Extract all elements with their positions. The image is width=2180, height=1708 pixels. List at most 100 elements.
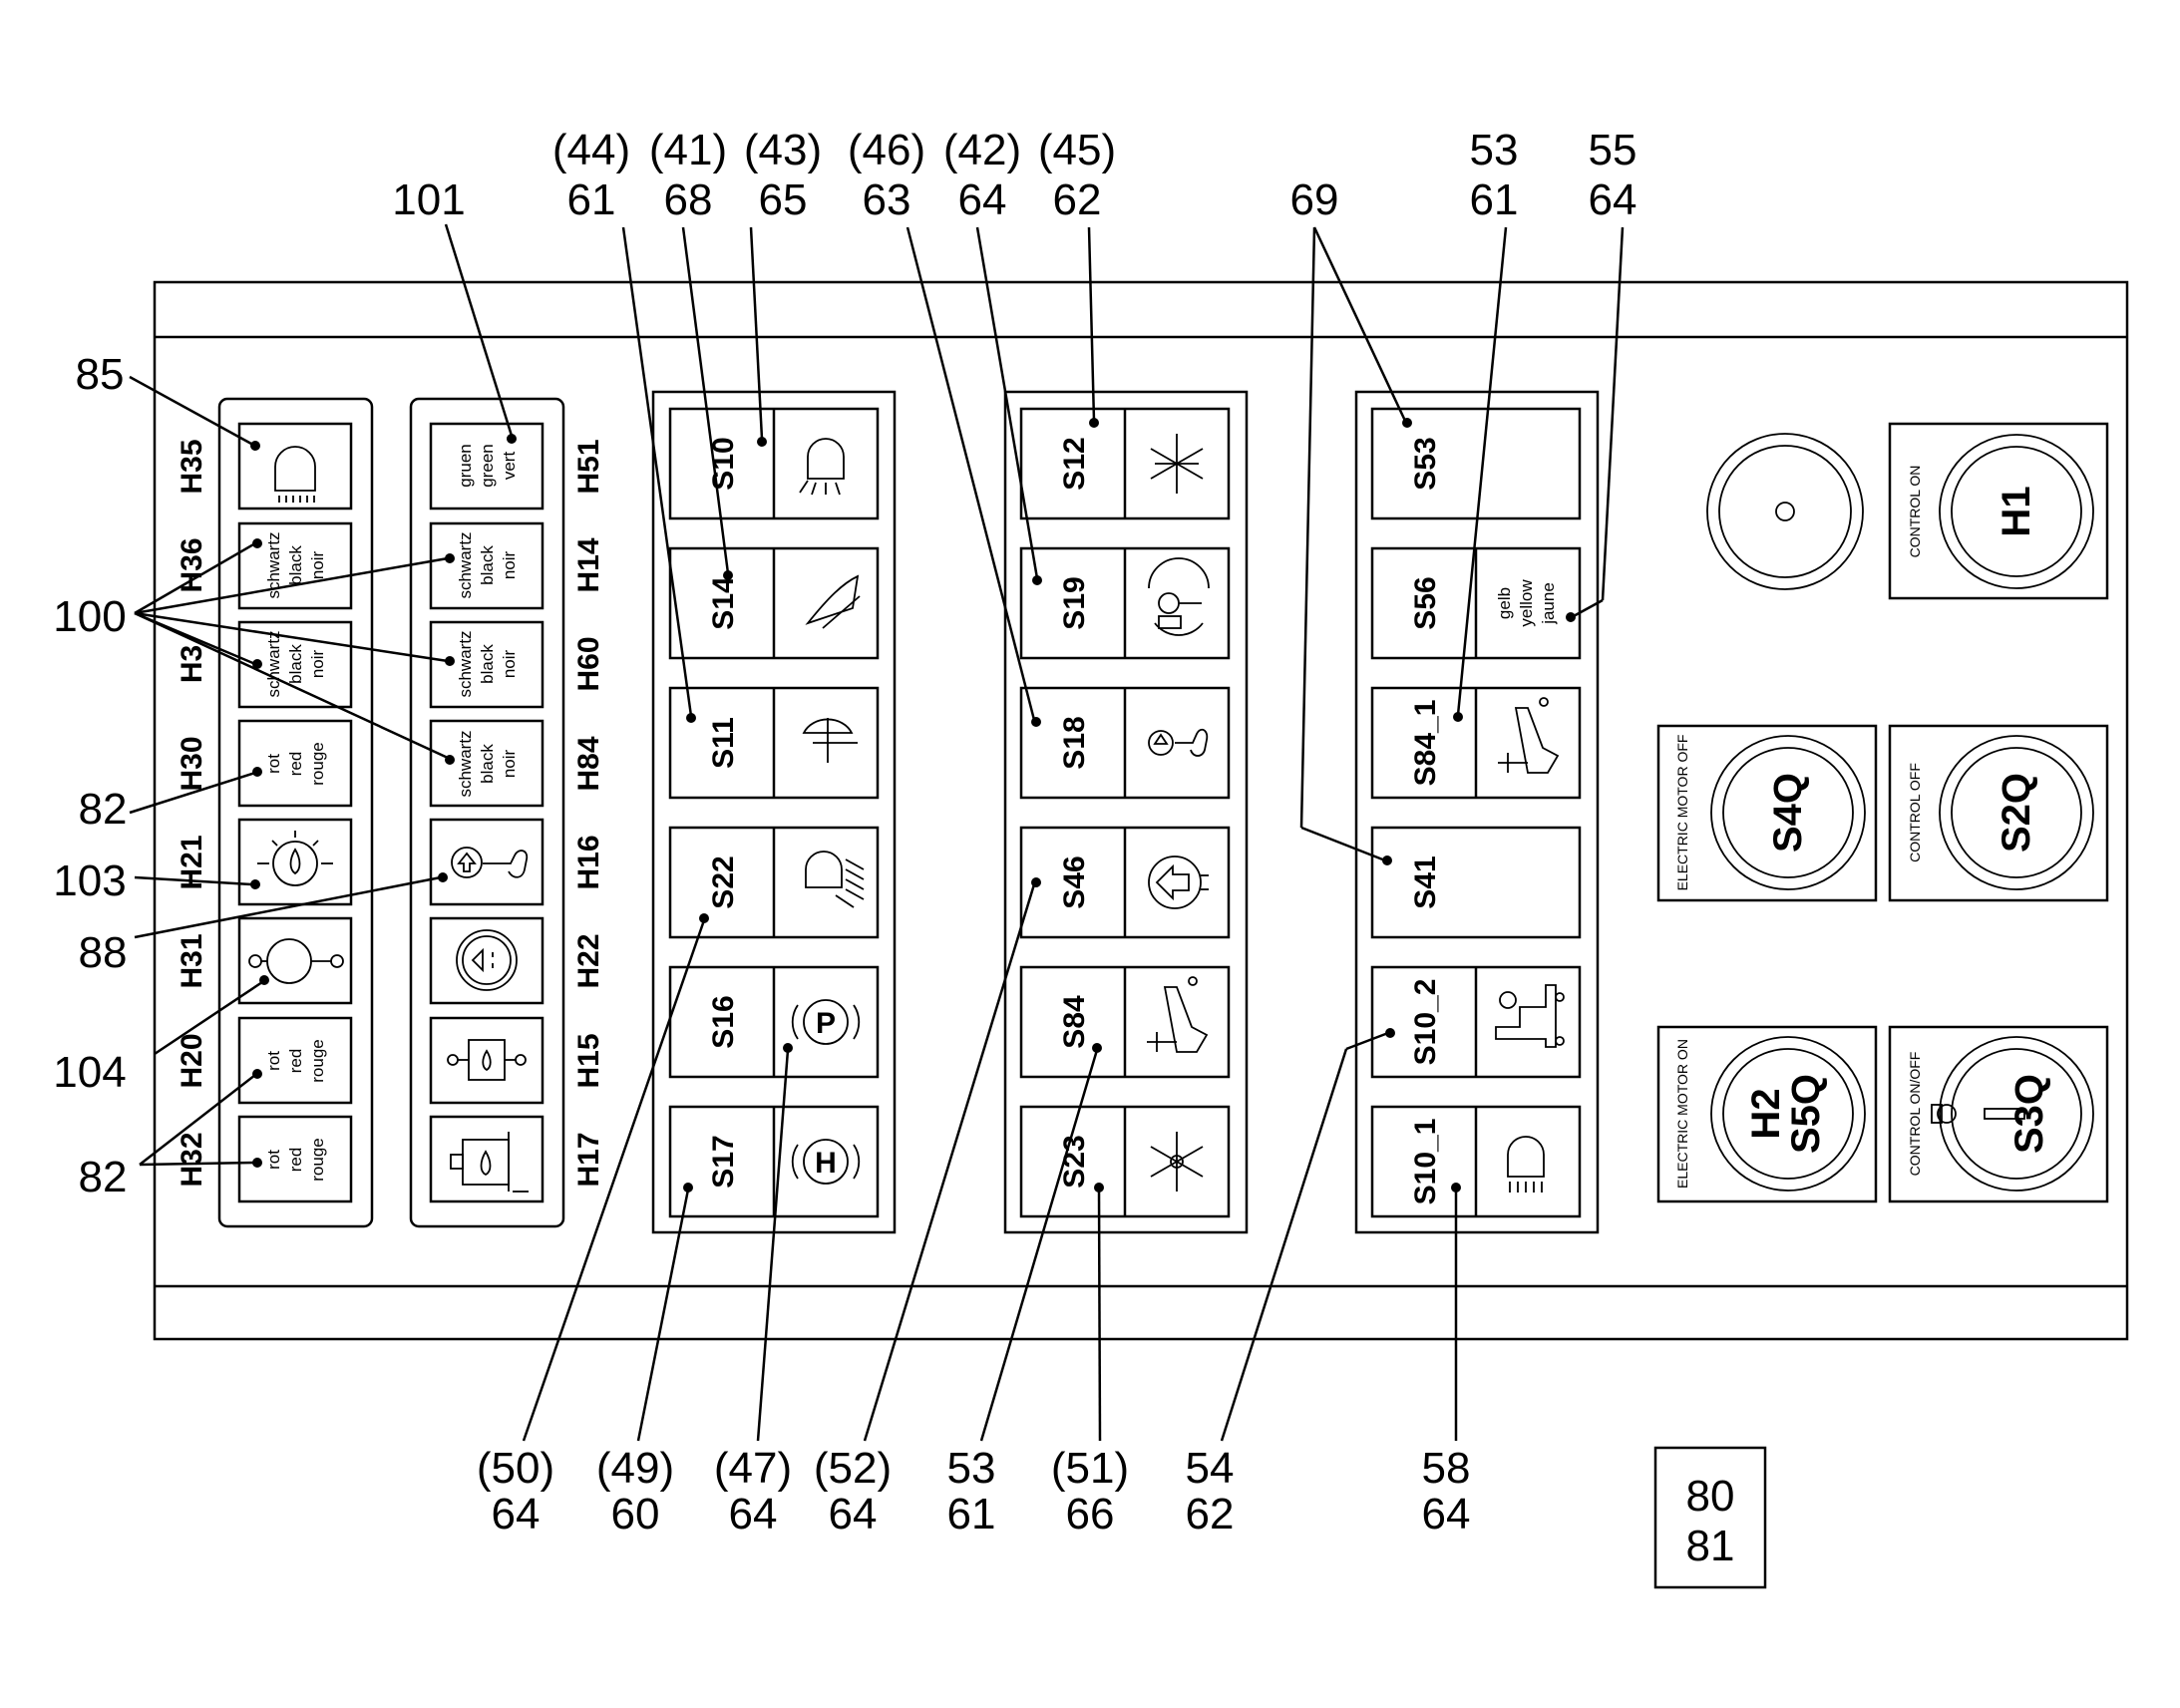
ploughshare-icon <box>1147 976 1209 1053</box>
direction-arrow-icon <box>1148 855 1209 909</box>
svg-text:schwartz: schwartz <box>264 531 283 598</box>
direction-circle-icon <box>456 929 518 991</box>
control-off-button[interactable]: CONTROL OFF S2Q <box>1888 724 2109 902</box>
switch-code-s41: S41 <box>1409 855 1442 908</box>
svg-text:gruen: gruen <box>456 444 475 487</box>
button-side-label-motor-on: ELECTRIC MOTOR ON <box>1674 1039 1690 1189</box>
switch-s14[interactable]: S14 <box>668 546 880 660</box>
switch-s41[interactable]: S41 <box>1370 826 1582 939</box>
switch-s53[interactable]: S53 <box>1370 407 1582 520</box>
lamp-code-h20: H20 <box>176 1033 208 1088</box>
svg-text:red: red <box>286 1049 305 1074</box>
button-side-label-control-on-off: CONTROL ON/OFF <box>1907 1052 1923 1177</box>
svg-text:rouge: rouge <box>308 1039 327 1082</box>
switch-column-1: S10 S14 S11 <box>651 390 897 1234</box>
switch-s12[interactable]: S12 <box>1019 407 1231 520</box>
callout-bottom-50: (50) <box>477 1444 554 1493</box>
lamp-text-h30: rot red rouge <box>264 742 327 785</box>
rotating-beacon-icon <box>1148 557 1210 636</box>
switch-code-s84: S84 <box>1058 995 1091 1049</box>
lamp-code-h15: H15 <box>572 1033 605 1088</box>
switch-code-s56: S56 <box>1409 576 1442 629</box>
s56-text-jaune: jaune <box>1539 582 1558 625</box>
right-lamp-group: H51 H14 H60 H84 H16 H22 H15 H17 gruen gr… <box>409 397 605 1228</box>
electric-motor-off-button[interactable]: ELECTRIC MOTOR OFF S4Q <box>1656 724 1878 902</box>
work-light-icon <box>1495 984 1565 1048</box>
callout-bottom-64a: 64 <box>492 1490 541 1538</box>
switch-code-s10-2: S10_2 <box>1409 979 1442 1066</box>
callout-bottom-53: 53 <box>947 1444 996 1493</box>
callout-labels: 85 100 82 103 88 104 82 101 (44) (41) (4… <box>53 126 1636 1538</box>
switch-code-s16: S16 <box>707 995 740 1048</box>
svg-text:noir: noir <box>500 649 519 678</box>
callout-bottom-58: 58 <box>1422 1444 1471 1493</box>
callout-bottom-64b: 64 <box>729 1490 778 1538</box>
switch-s56[interactable]: S56 gelb yellow jaune <box>1370 546 1582 660</box>
preheat-gear-icon <box>257 831 333 886</box>
button-main-h2-s5q-line2: S5Q <box>1784 1074 1828 1154</box>
callout-bottom-54: 54 <box>1186 1444 1235 1493</box>
lamp-code-h31: H31 <box>176 933 208 988</box>
switch-s19[interactable]: S19 <box>1019 546 1231 660</box>
switch-s84-1[interactable]: S84_1 <box>1370 686 1582 800</box>
callout-82-top: 82 <box>79 785 128 834</box>
control-on-indicator[interactable]: CONTROL ON H1 <box>1888 422 2109 600</box>
switch-s23[interactable]: S23 <box>1019 1105 1231 1218</box>
lamp-text-h20: rot red rouge <box>264 1039 327 1082</box>
wiper-icon <box>805 574 861 629</box>
callout-bottom-49: (49) <box>596 1444 674 1493</box>
rear-wiper-icon <box>802 718 858 763</box>
switch-s17[interactable]: S17 H <box>668 1105 880 1218</box>
callout-top-44: (44) <box>552 126 630 174</box>
button-main-s4q: S4Q <box>1766 773 1810 853</box>
switch-s84[interactable]: S84 <box>1019 965 1231 1079</box>
callout-top-53: 53 <box>1470 126 1519 174</box>
lamp-code-h35: H35 <box>176 439 208 494</box>
svg-text:noir: noir <box>500 749 519 778</box>
switch-s46[interactable]: S46 <box>1019 826 1231 939</box>
parking-brake-icon: P <box>791 999 861 1045</box>
fuel-filter-icon <box>447 1039 527 1081</box>
switch-s10[interactable]: S10 <box>668 407 880 520</box>
hook-up-icon <box>451 847 529 878</box>
lamp-code-h22: H22 <box>572 933 605 988</box>
push-button-panel: CONTROL ON H1 ELECTRIC MOTOR OFF S4Q CON… <box>1656 422 2109 1203</box>
lamp-code-h14: H14 <box>572 537 605 592</box>
switch-s22[interactable]: S22 <box>668 826 880 939</box>
switch-code-s11: S11 <box>707 717 740 769</box>
svg-text:rouge: rouge <box>308 1138 327 1181</box>
switch-code-s53: S53 <box>1409 437 1442 490</box>
switch-code-s22: S22 <box>707 855 740 908</box>
s56-text-yellow: yellow <box>1517 579 1536 627</box>
lamp-code-h16: H16 <box>572 835 605 889</box>
callout-bottom-64d: 64 <box>1422 1490 1471 1538</box>
lamp-text-h60: schwartz black noir <box>456 630 519 697</box>
switch-code-s14: S14 <box>707 576 740 630</box>
svg-text:rot: rot <box>264 754 283 774</box>
switch-s10-2[interactable]: S10_2 <box>1370 965 1582 1079</box>
callout-top-64a: 64 <box>958 175 1007 224</box>
svg-text:P: P <box>816 1007 836 1040</box>
svg-text:rouge: rouge <box>308 742 327 785</box>
electric-motor-on-button[interactable]: ELECTRIC MOTOR ON H2 S5Q <box>1656 1025 1878 1203</box>
control-on-off-key-switch[interactable]: CONTROL ON/OFF S3Q <box>1888 1025 2109 1203</box>
svg-text:black: black <box>286 545 305 585</box>
switch-code-s46: S46 <box>1058 855 1091 908</box>
svg-text:schwartz: schwartz <box>456 630 475 697</box>
lamp-code-h60: H60 <box>572 636 605 691</box>
blank-button[interactable] <box>1706 433 1864 590</box>
switch-s16[interactable]: S16 P <box>668 965 880 1079</box>
ploughshare-icon <box>1498 697 1560 774</box>
left-lamp-group: H35 H36 H3 H30 H21 H31 H20 H32 schwartz … <box>176 397 374 1228</box>
button-main-h1: H1 <box>1995 486 2038 536</box>
callout-top-68: 68 <box>664 175 713 224</box>
ref-80: 80 <box>1686 1472 1735 1521</box>
switch-s11[interactable]: S11 <box>668 686 880 800</box>
switch-s18[interactable]: S18 <box>1019 686 1231 800</box>
switch-s10-1[interactable]: S10_1 <box>1370 1105 1582 1218</box>
callout-bottom-51: (51) <box>1051 1444 1129 1493</box>
lamp-text-h32: rot red rouge <box>264 1138 327 1181</box>
lamp-code-h17: H17 <box>572 1132 605 1187</box>
callout-82-bottom: 82 <box>79 1153 128 1201</box>
